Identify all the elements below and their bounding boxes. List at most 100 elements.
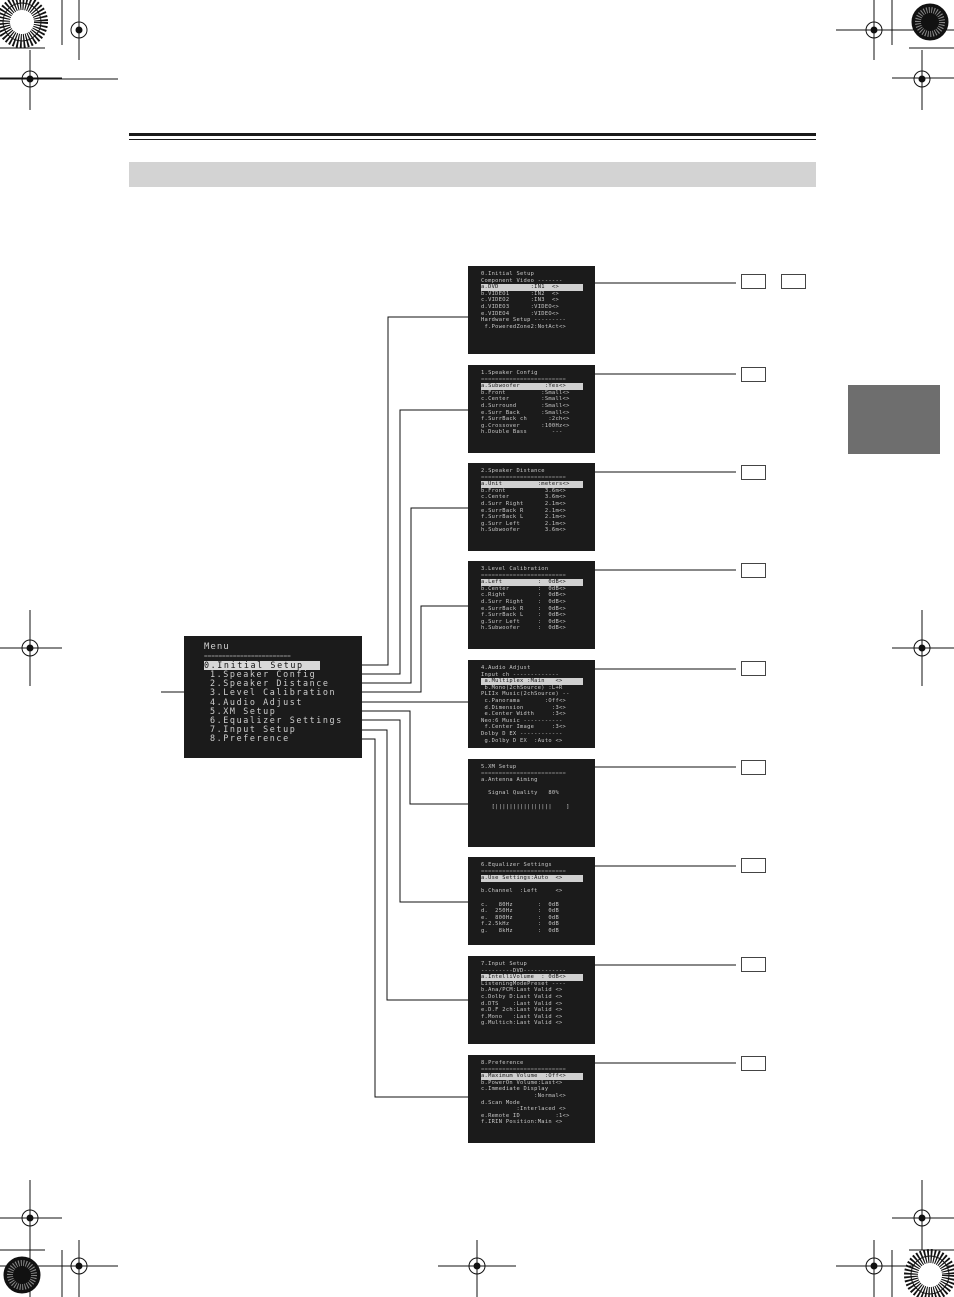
screen-line[interactable]: f.SurrBack L 2.1m<>	[481, 514, 567, 521]
screen-line[interactable]: e.VIDEO4 :VIDEO<>	[481, 310, 559, 317]
screen-line[interactable]: a.Antenna Aiming	[481, 777, 538, 784]
screen-line[interactable]: e.Remote ID :1<>	[481, 1112, 570, 1119]
screen-title: 7.Input Setup	[481, 961, 528, 967]
screen-title: 0.Initial Setup	[481, 271, 535, 277]
screen-line[interactable]: Hardware Setup ---------	[481, 317, 567, 324]
screen-line[interactable]: f.PoweredZone2:NotAct<>	[481, 323, 567, 330]
screen-line[interactable]: h.Subwoofer 3.6m<>	[481, 527, 567, 534]
screen-line[interactable]: d. 250Hz : 0dB	[481, 908, 559, 915]
menu-separator: ========================	[204, 653, 291, 660]
screen-line[interactable]: d.VIDEO3 :VIDEO<>	[481, 304, 559, 310]
screen-line[interactable]: Neo:6 Music -----------	[481, 717, 563, 724]
menu-item-speaker-distance[interactable]: 2.Speaker Distance	[210, 678, 330, 688]
screen-line[interactable]: f.IRIN Position:Main <>	[481, 1119, 563, 1126]
screen-line[interactable]: a.Use Settings:Auto <>	[481, 875, 583, 882]
screen-line[interactable]: a.Maximum Volume :Off<>	[481, 1073, 583, 1080]
screen-line[interactable]: ========================	[481, 474, 567, 481]
screen-line[interactable]: f.SurrBack ch :2ch<>	[481, 416, 570, 423]
screen-line[interactable]: :Normal<>	[481, 1093, 567, 1099]
menu-item-audio-adjust[interactable]: 4.Audio Adjust	[210, 697, 303, 707]
screen-line[interactable]: g.Multich:Last Valid <>	[481, 1020, 563, 1027]
screen-line[interactable]: b.VIDEO1 :IN2 <>	[481, 290, 559, 297]
page-ref-box	[741, 1056, 766, 1071]
screen-line[interactable]	[481, 784, 583, 791]
screen-line[interactable]	[481, 882, 583, 889]
screen-line[interactable]: b.PowerOn Volume:Last<>	[481, 1079, 563, 1086]
screen-line[interactable]: ========================	[481, 868, 567, 875]
screen-line[interactable]: ========================	[481, 1066, 567, 1073]
screen-line[interactable]: a.DVD :IN1 <>	[481, 284, 583, 291]
screen-line[interactable]: c.Center 3.6m<>	[481, 494, 567, 501]
screen-line[interactable]: f.Mono :Last Valid <>	[481, 1013, 563, 1020]
screen-line[interactable]: e. 800Hz : 0dB	[481, 914, 559, 921]
screen-line[interactable]: e.SurrBack R 2.1m<>	[481, 507, 567, 514]
screen-line[interactable]: d.Surr Right 2.1m<>	[481, 501, 567, 507]
screen-line[interactable]: d.Scan Mode	[481, 1099, 520, 1106]
screen-line[interactable]: h.Subwoofer : 0dB<>	[481, 625, 567, 632]
screen-line[interactable]: b.Front :Small<>	[481, 389, 570, 396]
screen-line[interactable]: b.Channel :Left <>	[481, 888, 563, 895]
screen-line[interactable]: e.Center Width :3<>	[481, 711, 567, 718]
screen-line[interactable]: Input ch -------------	[481, 671, 559, 678]
page-ref-box	[741, 563, 766, 578]
screen-line[interactable]: b.Front 3.6m<>	[481, 487, 567, 494]
screen-line[interactable]: b.Center : 0dB<>	[481, 585, 567, 592]
page-ref-box	[741, 957, 766, 972]
menu-item-initial-setup[interactable]: 0.Initial Setup	[204, 661, 320, 670]
screen-line[interactable]	[481, 797, 583, 804]
screen-line[interactable]: :Interlaced <>	[481, 1106, 567, 1113]
screen-line[interactable]: g.Dolby D EX :Auto <>	[481, 737, 563, 744]
screen-line[interactable]: d.DTS :Last Valid <>	[481, 1000, 563, 1007]
screen-line[interactable]: f.2.5kHz : 0dB	[481, 921, 559, 928]
screen-line[interactable]: a.IntelliVolume : 0dB<>	[481, 974, 583, 981]
screen-line[interactable]: ListeningModePreset ----	[481, 980, 567, 987]
screen-line[interactable]: g.Crossover :100Hz<>	[481, 422, 570, 429]
screen-line[interactable]: e.Surr Back :Small<>	[481, 409, 570, 416]
screen-line[interactable]: a.Unit :meters<>	[481, 481, 583, 488]
menu-item-equalizer-settings[interactable]: 6.Equalizer Settings	[210, 715, 343, 725]
screen-line[interactable]: f.SurrBack L : 0dB<>	[481, 612, 567, 619]
screen-title: 2.Speaker Distance	[481, 468, 545, 474]
menu-item-preference[interactable]: 8.Preference	[210, 733, 290, 743]
screen-line[interactable]: a.Left : 0dB<>	[481, 579, 583, 586]
screen-line[interactable]: d.Surr Right : 0dB<>	[481, 599, 567, 605]
screen-line[interactable]: c.VIDEO2 :IN3 <>	[481, 297, 559, 304]
screen-line[interactable]: PLIIx Music(2chSource) --	[481, 691, 570, 698]
screen-line[interactable]: d.Surround :Small<>	[481, 403, 570, 409]
screen-line[interactable]: ========================	[481, 376, 567, 383]
screen-line[interactable]	[481, 895, 583, 902]
screen-line[interactable]: Dolby D EX ------------	[481, 731, 563, 737]
screen-line[interactable]: c. 80Hz : 0dB	[481, 901, 559, 908]
main-menu-screen: Menu ======================== 0.Initial …	[184, 636, 362, 758]
menu-item-speaker-config[interactable]: 1.Speaker Config	[210, 669, 317, 679]
screen-line[interactable]: Component Video -------	[481, 277, 563, 284]
menu-item-level-calibration[interactable]: 3.Level Calibration	[210, 687, 337, 697]
screen-line[interactable]: c.Panorama :Off<>	[481, 698, 567, 704]
screen-line[interactable]: ========================	[481, 770, 567, 777]
screen-line[interactable]: g.Surr Left : 0dB<>	[481, 618, 567, 625]
screen-line[interactable]: f.Center Image :3<>	[481, 724, 567, 731]
screen-line[interactable]: [|||||||||||||||| ]	[481, 803, 570, 810]
menu-item-input-setup[interactable]: 7.Input Setup	[210, 724, 297, 734]
screen-line[interactable]: ========================	[481, 572, 567, 579]
screen-preference: 8.Preference========================a.Ma…	[468, 1055, 595, 1143]
screen-line[interactable]: g.Surr Left 2.1m<>	[481, 520, 567, 527]
screen-line[interactable]: h.Double Bass ---	[481, 429, 563, 436]
screen-line[interactable]: c.Immediate Display	[481, 1086, 549, 1093]
screen-line[interactable]: g. 8kHz : 0dB	[481, 928, 559, 934]
screen-line[interactable]: Signal Quality 80%	[481, 790, 559, 797]
screen-line[interactable]: b.Ana/PCM:Last Valid <>	[481, 987, 563, 994]
screen-line[interactable]: c.Dolby D:Last Valid <>	[481, 994, 563, 1000]
screen-speaker-config: 1.Speaker Config========================…	[468, 365, 595, 453]
screen-line[interactable]: c.Center :Small<>	[481, 396, 570, 403]
screen-line[interactable]: b.Mono(2chSource) :L+R	[481, 684, 563, 691]
screen-line[interactable]: e.D.F 2ch:Last Valid <>	[481, 1007, 563, 1014]
screen-line[interactable]: ---------DVD------------	[481, 967, 567, 974]
screen-line[interactable]: a.Multiplex :Main <>	[481, 678, 583, 685]
menu-item-xm-setup[interactable]: 5.XM Setup	[210, 706, 277, 716]
screen-line[interactable]: e.SurrBack R : 0dB<>	[481, 605, 567, 612]
screen-line[interactable]: a.Subwoofer :Yes<>	[481, 383, 583, 390]
screen-line[interactable]: d.Dimension :3<>	[481, 704, 567, 711]
screen-line[interactable]: c.Right : 0dB<>	[481, 592, 567, 599]
